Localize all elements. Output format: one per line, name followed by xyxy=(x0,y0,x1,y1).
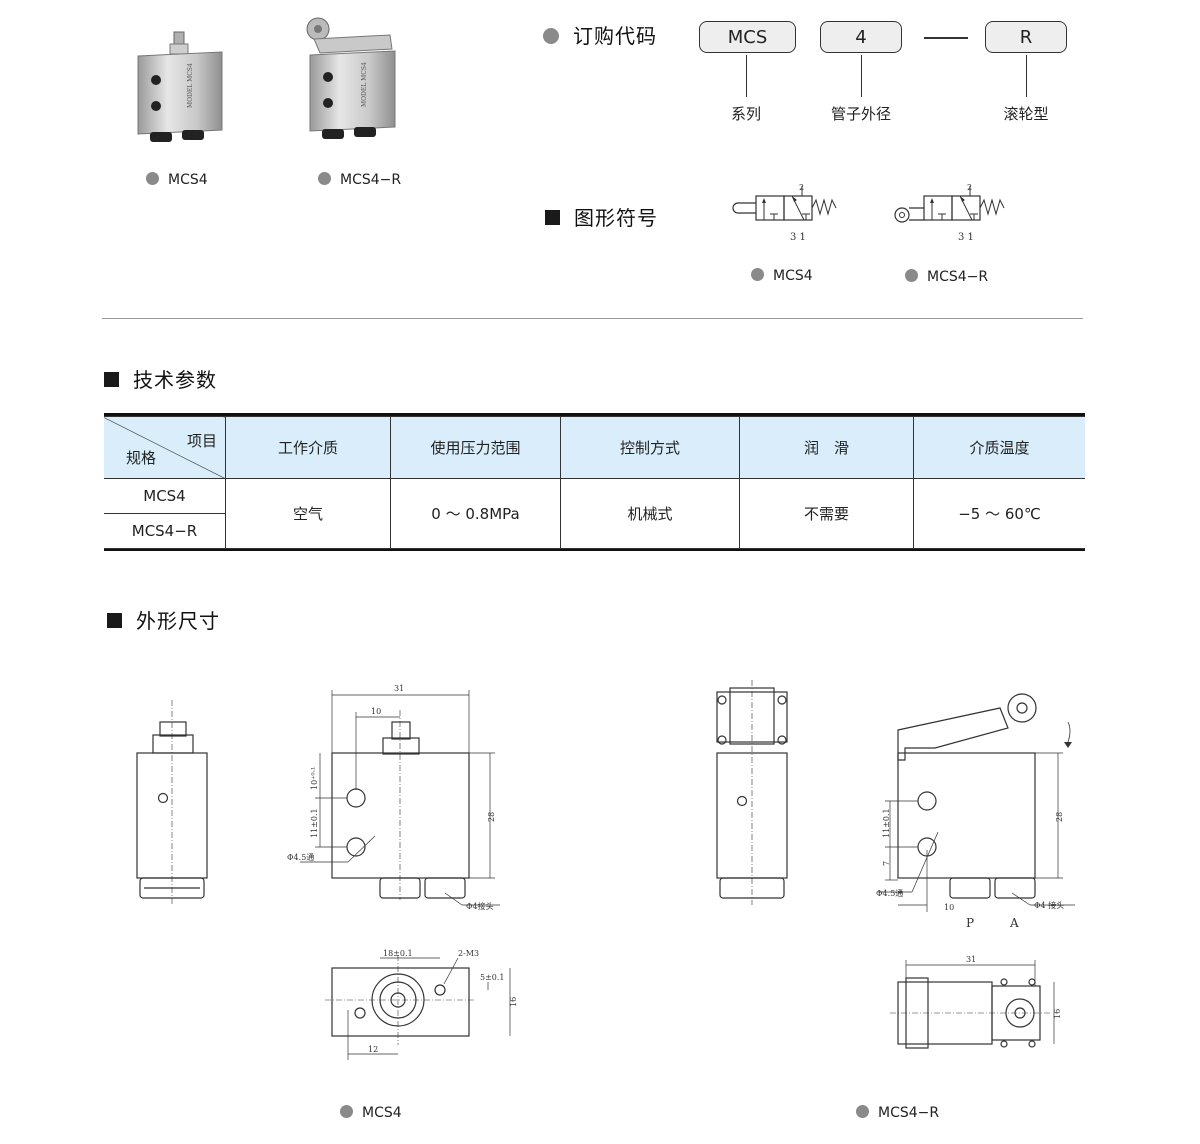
dim-label-hole: Φ4.5通 xyxy=(876,888,903,898)
dim-label-28: 28 xyxy=(1055,812,1064,822)
dim-label-hole: Φ4.5通 xyxy=(287,852,314,862)
dim-label-11: 11±0.1 xyxy=(882,808,891,838)
bullet-dot-icon xyxy=(856,1105,869,1118)
code-label-tube: 管子外径 xyxy=(830,105,891,123)
spec-header-pressure: 使用压力范围 xyxy=(390,416,561,479)
code-box-roller: R xyxy=(985,21,1067,53)
bullet-dot-icon xyxy=(543,27,559,44)
spec-heading: 技术参数 xyxy=(104,364,217,393)
dim-label-16: 16 xyxy=(509,997,518,1007)
port-label-a: A xyxy=(1009,916,1019,930)
code-dash xyxy=(924,37,968,39)
dim-label-5: 5±0.1 xyxy=(480,973,505,982)
bullet-dot-icon xyxy=(146,172,159,185)
product-photo-mcs4: MODEL MCS4 xyxy=(130,28,230,143)
spec-table: 项目 规格 工作介质 使用压力范围 控制方式 润 滑 介质温度 MCS4 空气 … xyxy=(103,416,1086,549)
dim-label-11: 11±0.1 xyxy=(310,808,319,838)
spec-value-pressure: 0 ～ 0.8MPa xyxy=(390,478,561,549)
port-label-31: 3 1 xyxy=(790,232,806,243)
dim-label-28: 28 xyxy=(487,812,496,822)
corner-top-label: 项目 xyxy=(186,432,217,450)
product-photo-mcs4-r: MODEL MCS4 xyxy=(300,15,405,143)
port-label-2: 2 xyxy=(967,183,972,192)
dimensions-heading: 外形尺寸 xyxy=(107,605,220,634)
dim-label-31: 31 xyxy=(394,684,404,693)
spec-model-mcs4-r: MCS4−R xyxy=(103,513,226,549)
bullet-square-icon xyxy=(107,613,122,628)
valve-symbol-mcs4-r: 2 3 1 xyxy=(890,180,1010,245)
code-box-tube: 4 xyxy=(820,21,902,53)
spec-table-wrap: 项目 规格 工作介质 使用压力范围 控制方式 润 滑 介质温度 MCS4 空气 … xyxy=(103,413,1086,551)
code-label-series: 系列 xyxy=(730,105,761,123)
bullet-dot-icon xyxy=(340,1105,353,1118)
dim-label-connector: Φ4 接头 xyxy=(1034,900,1064,910)
spec-header-temperature: 介质温度 xyxy=(913,416,1086,479)
spec-header-control: 控制方式 xyxy=(560,416,740,479)
dimension-caption-mcs4: MCS4 xyxy=(340,1105,402,1121)
code-leader-series xyxy=(746,55,747,97)
code-box-series: MCS xyxy=(699,21,796,53)
port-label-2: 2 xyxy=(799,183,804,192)
spec-value-temperature: −5 ～ 60℃ xyxy=(913,478,1086,549)
bullet-dot-icon xyxy=(751,268,764,281)
dimension-caption-mcs4-r: MCS4−R xyxy=(856,1105,939,1121)
symbols-heading: 图形符号 xyxy=(545,202,658,231)
svg-text:MODEL MCS4: MODEL MCS4 xyxy=(187,63,194,108)
bullet-dot-icon xyxy=(905,269,918,282)
dim-label-16: 16 xyxy=(1053,1009,1062,1019)
product-caption-mcs4-r: MCS4−R xyxy=(318,172,401,188)
dim-label-10: 10 xyxy=(371,707,381,716)
dim-label-10: 10 xyxy=(944,903,954,912)
product-caption-mcs4: MCS4 xyxy=(146,172,208,188)
spec-value-lubrication: 不需要 xyxy=(739,478,914,549)
spec-header-lubrication: 润 滑 xyxy=(739,416,914,479)
svg-text:MODEL MCS4: MODEL MCS4 xyxy=(361,62,368,107)
spec-header-medium: 工作介质 xyxy=(225,416,391,479)
dim-label-10-tol: 10⁺⁰·¹ xyxy=(310,767,319,790)
dim-label-12: 12 xyxy=(368,1045,378,1054)
code-leader-tube xyxy=(861,55,862,97)
code-leader-roller xyxy=(1026,55,1027,97)
code-label-roller: 滚轮型 xyxy=(1003,105,1049,123)
dim-label-18: 18±0.1 xyxy=(383,949,413,958)
spec-corner-cell: 项目 规格 xyxy=(103,416,226,479)
ordering-code-heading: 订购代码 xyxy=(543,20,657,49)
bullet-square-icon xyxy=(545,210,560,225)
bullet-dot-icon xyxy=(318,172,331,185)
spec-value-medium: 空气 xyxy=(225,478,391,549)
dimension-drawing-mcs4: 31 10 28 10⁺⁰·¹ 11±0.1 Φ4.5通 Φ4接头 18±0.1… xyxy=(0,0,600,1140)
port-label-p: P xyxy=(966,916,974,930)
corner-bottom-label: 规格 xyxy=(126,449,157,467)
section-divider xyxy=(102,318,1083,319)
dim-label-connector: Φ4接头 xyxy=(466,901,494,911)
symbol-caption-mcs4: MCS4 xyxy=(751,268,813,284)
symbol-caption-mcs4-r: MCS4−R xyxy=(905,269,988,285)
bullet-square-icon xyxy=(104,372,119,387)
port-label-31: 3 1 xyxy=(958,232,974,243)
dim-label-7: 7 xyxy=(882,861,891,866)
dim-label-m3: 2-M3 xyxy=(458,949,479,958)
valve-symbol-mcs4: 2 3 1 xyxy=(732,180,842,245)
dimension-drawing-mcs4-r: 11±0.1 7 28 Φ4.5通 10 Φ4 接头 P A 31 16 xyxy=(600,0,1200,1140)
dim-label-31: 31 xyxy=(966,955,976,964)
spec-model-mcs4: MCS4 xyxy=(103,478,226,514)
spec-value-control: 机械式 xyxy=(560,478,740,549)
